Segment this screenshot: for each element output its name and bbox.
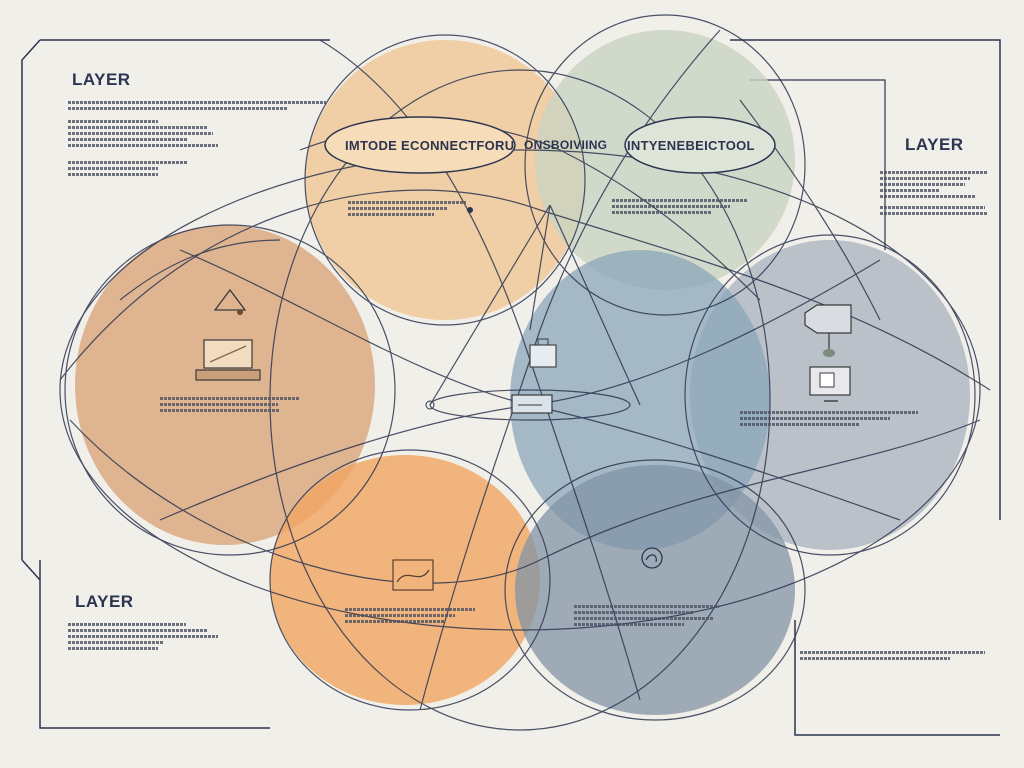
oval-left xyxy=(324,116,516,174)
layer-title-left-top: LAYER xyxy=(72,70,131,89)
text-block-left-top xyxy=(68,98,328,179)
text-block-steel xyxy=(574,602,724,629)
laptop-icon xyxy=(195,339,261,381)
tag-icon xyxy=(804,304,852,357)
text-block-right-bottom xyxy=(800,648,990,663)
device-icon xyxy=(529,338,557,368)
frame-left-bottom xyxy=(39,560,270,729)
text-block-sage xyxy=(612,196,752,217)
text-block-left-bottom xyxy=(68,620,228,653)
tent-icon xyxy=(213,288,247,315)
oval-right-label: INTYENEBEICTOOL xyxy=(627,138,755,153)
layer-title-left-bottom: LAYER xyxy=(75,592,134,611)
card-icon xyxy=(511,394,553,414)
pin-icon xyxy=(425,207,473,410)
text-block-peach xyxy=(348,198,468,219)
text-block-right-top xyxy=(880,168,992,218)
text-block-orange xyxy=(345,605,480,626)
frame-right-top xyxy=(730,39,1001,520)
text-block-tan xyxy=(160,394,305,415)
envelope-icon xyxy=(392,559,434,591)
circle-steel xyxy=(515,465,795,715)
frame-right-bottom xyxy=(794,620,1000,736)
oval-left-label: IMTODE ECONNECTFORU xyxy=(345,138,515,153)
layer-title-right-top: LAYER xyxy=(905,135,964,154)
circle-peach xyxy=(305,40,585,320)
oval-mid-label: ONSBOIVIING xyxy=(524,138,608,152)
frame-left-top xyxy=(21,39,330,581)
monitor-icon xyxy=(809,366,851,402)
text-block-slate xyxy=(740,408,920,429)
swirl-icon xyxy=(641,547,663,569)
frame-right-inner xyxy=(750,79,886,250)
oval-right xyxy=(624,116,776,174)
